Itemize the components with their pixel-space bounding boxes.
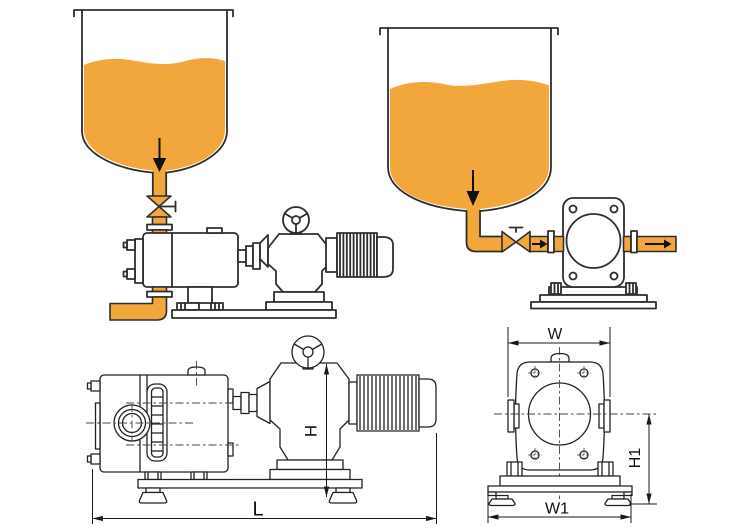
dim-width: W bbox=[507, 326, 611, 397]
dim-label-L: L bbox=[252, 499, 263, 521]
tank-rim bbox=[73, 9, 234, 18]
handwheel-icon bbox=[291, 335, 325, 370]
coupling bbox=[237, 242, 261, 270]
dim-axis-height: H1 bbox=[627, 414, 657, 505]
housing-bolt bbox=[609, 204, 619, 214]
coupling bbox=[232, 391, 258, 415]
housing-bolt bbox=[568, 204, 578, 214]
motor bbox=[348, 374, 437, 432]
valve-handle bbox=[160, 200, 177, 213]
top-cap bbox=[550, 352, 570, 363]
mounting-lug bbox=[550, 282, 637, 295]
outlet-flange bbox=[146, 290, 173, 298]
dim-label-H: H bbox=[302, 425, 321, 437]
cover-bolt bbox=[126, 239, 136, 251]
dim-label-H1: H1 bbox=[627, 448, 644, 469]
dim-label-W1: W1 bbox=[545, 501, 569, 518]
tank-rim bbox=[379, 27, 559, 36]
dim-base-width: W1 bbox=[487, 494, 632, 523]
motor bbox=[325, 232, 394, 278]
base-upper bbox=[499, 475, 621, 487]
dim-height: H bbox=[302, 364, 330, 497]
installation-side-view bbox=[73, 9, 394, 321]
pipe-flange bbox=[630, 230, 638, 254]
motor-end-cap bbox=[418, 378, 437, 428]
pump-top-vent bbox=[206, 227, 223, 234]
flow-arrow-right-icon bbox=[532, 239, 548, 249]
housing-bolt bbox=[609, 271, 619, 281]
baseplate bbox=[137, 478, 363, 489]
feed-tank bbox=[379, 27, 559, 253]
leveling-foot bbox=[138, 487, 358, 504]
installation-front-view bbox=[379, 27, 677, 310]
pipe-flange bbox=[146, 223, 173, 231]
dim-label-W: W bbox=[548, 326, 563, 343]
pump-front-cover bbox=[134, 238, 144, 284]
leveling-foot bbox=[488, 494, 632, 507]
feed-tank bbox=[73, 9, 234, 197]
tank-liquid bbox=[390, 79, 549, 209]
valve-handle bbox=[508, 226, 524, 233]
pump-casing bbox=[142, 232, 239, 288]
dimension-side-view: H L bbox=[86, 335, 437, 524]
gearbox bbox=[256, 362, 351, 481]
flow-arrow-right-icon bbox=[645, 239, 672, 249]
housing-bolt bbox=[528, 366, 591, 462]
pump-front-housing bbox=[562, 197, 625, 288]
handwheel-icon bbox=[282, 206, 310, 235]
lobe-pump bbox=[122, 227, 239, 311]
baseplate bbox=[171, 309, 337, 319]
side-port bbox=[507, 399, 611, 433]
dimension-front-view: W W1 H1 bbox=[487, 326, 657, 523]
gearbox bbox=[259, 233, 333, 311]
inlet-valve bbox=[501, 226, 531, 253]
tank-liquid bbox=[84, 58, 225, 171]
discharge-elbow-pipe bbox=[109, 296, 168, 321]
suction-pipe-liquid bbox=[466, 207, 502, 252]
mounting-bracket bbox=[506, 461, 614, 477]
motor-end-cap bbox=[376, 236, 394, 278]
pipe-flange bbox=[547, 230, 555, 254]
pump-foot bbox=[176, 302, 224, 311]
flow-arrow-down-icon bbox=[466, 170, 480, 206]
tank-outlet-liquid bbox=[152, 168, 167, 197]
dim-length: L bbox=[92, 433, 437, 524]
rotor-cover bbox=[565, 213, 622, 269]
inlet-valve bbox=[146, 195, 177, 237]
cover-bolt bbox=[126, 268, 136, 280]
base-lower bbox=[487, 485, 633, 493]
pump-foot bbox=[144, 471, 208, 481]
pump-front-outline bbox=[487, 347, 657, 507]
pump-pedestal bbox=[187, 286, 213, 304]
pump-outline bbox=[86, 361, 290, 481]
suction-pipe-outline bbox=[465, 210, 503, 253]
flow-arrow-down-icon bbox=[152, 138, 167, 172]
centerlines bbox=[494, 347, 657, 499]
housing-bolt bbox=[568, 271, 578, 281]
